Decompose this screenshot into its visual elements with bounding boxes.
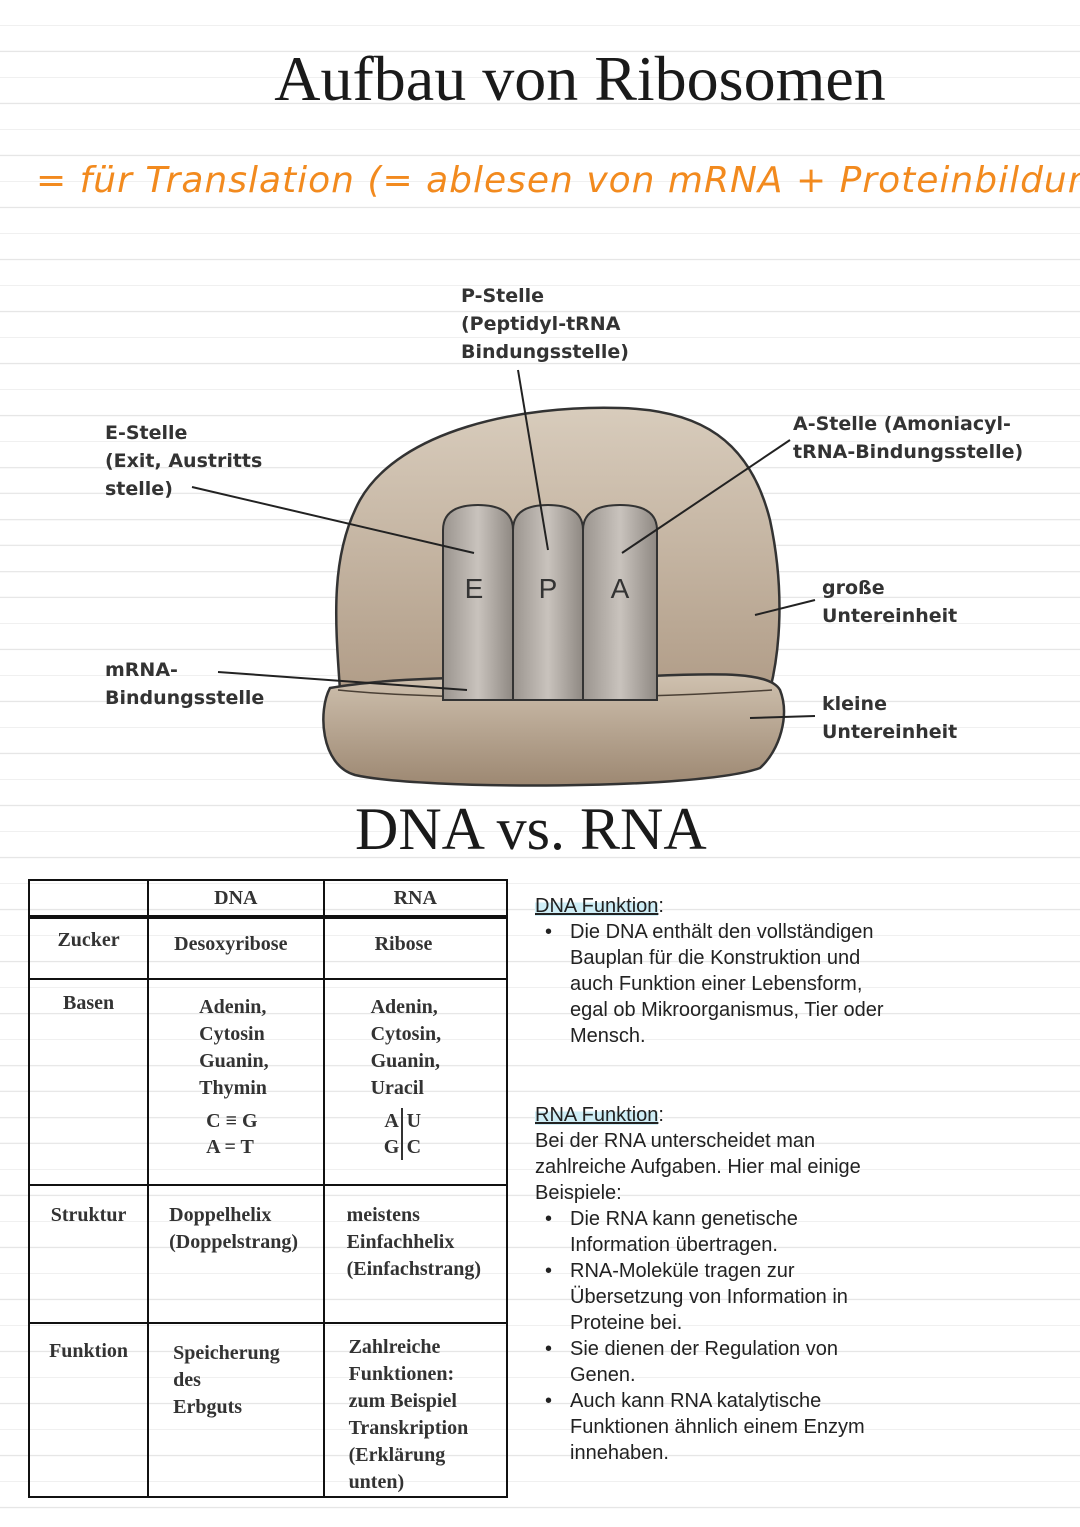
section-title: DNA vs. RNA <box>355 796 707 862</box>
rna-function-heading: RNA Funktion <box>535 1104 659 1126</box>
row-label-zucker: Zucker <box>57 929 120 951</box>
p-site-label: P-Stelle (Peptidyl-tRNA Bindungsstelle) <box>461 285 629 363</box>
cell-rna-basen: Adenin, Cytosin, Guanin, Uracil <box>370 996 442 1099</box>
table-corner <box>27 879 150 919</box>
site-p-letter: P <box>539 573 558 604</box>
large-subunit-label: große Untereinheit <box>822 577 958 627</box>
site-e-letter: E <box>465 573 484 604</box>
list-item: Die DNA enthält den vollständigen Baupla… <box>535 919 895 1049</box>
list-item: Auch kann RNA katalytische Funktionen äh… <box>535 1388 885 1466</box>
row-label-basen: Basen <box>63 992 115 1014</box>
site-a-tunnel <box>582 503 658 701</box>
table-row: Zucker Desoxyribose Ribose <box>27 916 509 980</box>
dna-function-heading: DNA Funktion <box>535 895 659 917</box>
list-item: Die RNA kann genetische Information über… <box>535 1206 885 1258</box>
dna-base-pairs: C ≡ G A = T <box>206 1110 258 1158</box>
col-header-rna: RNA <box>322 879 509 919</box>
dna-rna-table: DNA RNA Zucker Desoxyribose Ribose Basen… <box>27 879 509 1498</box>
rna-function-block: RNA Funktion: Bei der RNA unterscheidet … <box>535 1102 885 1466</box>
page-title: Aufbau von Ribosomen <box>274 43 886 114</box>
table-row: Basen Adenin, Cytosin Guanin, Thymin C ≡… <box>27 978 509 1186</box>
cell-rna-zucker: Ribose <box>374 933 433 955</box>
p-leader-line <box>517 369 549 551</box>
mrna-site-label: mRNA- Bindungsstelle <box>105 659 265 709</box>
cell-dna-funktion: Speicherung des Erbguts <box>173 1342 280 1418</box>
cell-rna-funktion: Zahlreiche Funktionen: zum Beispiel Tran… <box>348 1336 469 1493</box>
list-item: Sie dienen der Regulation von Genen. <box>535 1336 885 1388</box>
cell-dna-zucker: Desoxyribose <box>174 933 288 955</box>
translation-note: = für Translation (= ablesen von mRNA + … <box>36 160 1080 201</box>
a-leader-line <box>621 439 791 554</box>
gross-leader-line <box>754 599 816 616</box>
row-label-funktion: Funktion <box>49 1340 129 1362</box>
list-item: RNA-Moleküle tragen zur Übersetzung von … <box>535 1258 885 1336</box>
e-leader-line <box>191 486 475 554</box>
table-row: Funktion Speicherung des Erbguts Zahlrei… <box>27 1322 509 1498</box>
ribosome-diagram: E P A <box>191 369 816 787</box>
table-header-row: DNA RNA <box>27 879 509 919</box>
site-a-letter: A <box>611 573 630 604</box>
dna-function-block: DNA Funktion: Die DNA enthält den vollst… <box>535 893 895 1049</box>
cell-dna-basen: Adenin, Cytosin Guanin, Thymin <box>199 996 269 1099</box>
rna-function-intro: Bei der RNA unterscheidet man zahlreiche… <box>535 1130 861 1204</box>
klein-leader-line <box>749 715 816 719</box>
rna-base-pairs: A U G C <box>383 1108 422 1160</box>
mrna-leader-line <box>217 671 468 691</box>
col-header-dna: DNA <box>147 879 325 919</box>
row-label-struktur: Struktur <box>50 1204 127 1226</box>
table-row: Struktur Doppelhelix (Doppelstrang) meis… <box>27 1184 509 1324</box>
a-site-label: A-Stelle (Amoniacyl- tRNA-Bindungsstelle… <box>793 413 1024 463</box>
cell-dna-struktur: Doppelhelix (Doppelstrang) <box>169 1204 299 1253</box>
small-subunit-label: kleine Untereinheit <box>822 693 958 743</box>
e-site-label: E-Stelle (Exit, Austritts stelle) <box>105 422 263 500</box>
cell-rna-struktur: meistens Einfachhelix (Einfachstrang) <box>346 1204 482 1280</box>
